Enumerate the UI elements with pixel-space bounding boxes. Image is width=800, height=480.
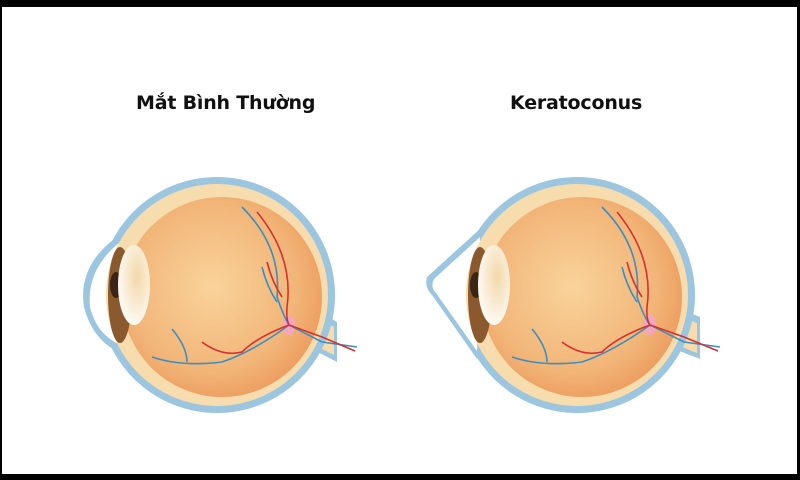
normal-eye-illustration	[83, 177, 358, 413]
vitreous-body	[122, 197, 322, 397]
diagram-canvas: Mắt Bình Thường Keratoconus	[2, 7, 797, 474]
lens	[478, 245, 510, 325]
artery	[616, 211, 719, 352]
vein	[511, 324, 651, 365]
artery	[201, 324, 290, 355]
vitreous-body	[482, 197, 682, 397]
normal-eye-title: Mắt Bình Thường	[136, 92, 316, 114]
artery	[256, 211, 356, 352]
lens	[118, 245, 150, 325]
vein	[151, 324, 290, 365]
keratoconus-eye-illustration	[426, 177, 721, 413]
keratoconus-title: Keratoconus	[510, 92, 643, 114]
artery	[561, 324, 651, 355]
